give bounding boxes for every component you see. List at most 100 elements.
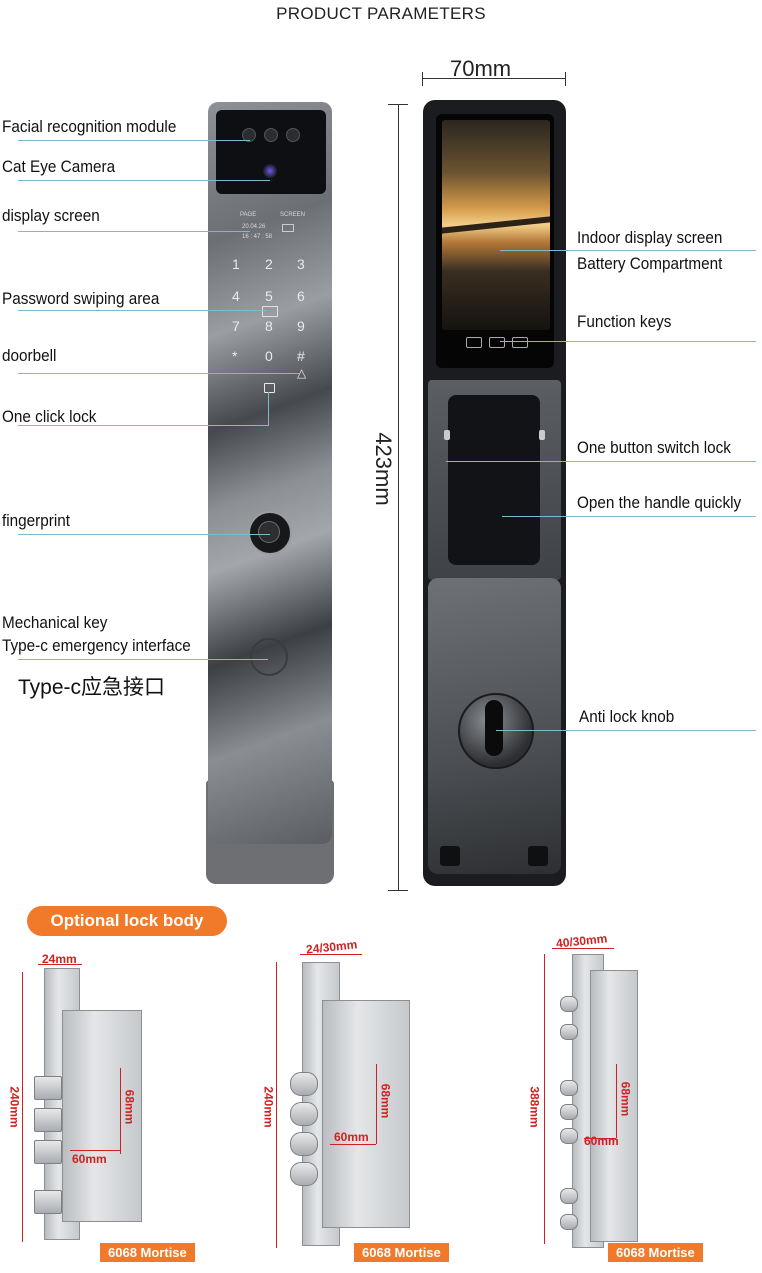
switch-lock-button-right[interactable] bbox=[539, 430, 545, 440]
doorbell-icon[interactable]: △ bbox=[297, 366, 307, 380]
width-dimension-line bbox=[422, 78, 565, 79]
function-key-back[interactable] bbox=[466, 337, 482, 348]
dead-bolt bbox=[560, 1080, 578, 1096]
key-8[interactable]: 8 bbox=[265, 318, 273, 334]
label-fingerprint: fingerprint bbox=[2, 511, 71, 530]
leader-line bbox=[18, 310, 266, 311]
label-display-screen: display screen bbox=[2, 206, 100, 225]
dim-line bbox=[552, 948, 614, 949]
dim-line bbox=[300, 954, 362, 955]
dead-bolt bbox=[290, 1132, 318, 1156]
width-dimension-tick bbox=[422, 72, 423, 86]
height-dimension-label: 423mm bbox=[371, 432, 396, 506]
lock-case bbox=[62, 1010, 142, 1222]
leader-line bbox=[496, 730, 756, 731]
front-lock-panel bbox=[208, 102, 332, 844]
screw-cover-right bbox=[528, 846, 548, 866]
dead-bolt bbox=[560, 1104, 578, 1120]
front-display-screen: PAGE SCREEN 20.04.26 16 : 47 : 58 bbox=[240, 212, 306, 240]
dim-line bbox=[544, 954, 545, 1244]
leader-line bbox=[446, 461, 756, 462]
knob-grip bbox=[485, 700, 503, 756]
dim-line bbox=[330, 1144, 376, 1145]
leader-line bbox=[18, 534, 270, 535]
label-one-click-lock: One click lock bbox=[2, 407, 97, 426]
key-0[interactable]: 0 bbox=[265, 348, 273, 364]
dead-bolt bbox=[560, 1024, 578, 1040]
key-6[interactable]: 6 bbox=[297, 288, 305, 304]
body2-height-dim: 240mm bbox=[261, 1086, 276, 1128]
optional-lock-body-badge: Optional lock body bbox=[27, 906, 227, 936]
key-4[interactable]: 4 bbox=[232, 288, 240, 304]
label-function-keys: Function keys bbox=[577, 312, 672, 331]
body3-height-dim: 388mm bbox=[527, 1086, 542, 1128]
quick-open-handle[interactable] bbox=[448, 395, 540, 565]
lock-case bbox=[590, 970, 638, 1242]
label-open-handle: Open the handle quickly bbox=[577, 493, 742, 512]
body1-height-dim: 240mm bbox=[7, 1086, 22, 1128]
label-indoor-display: Indoor display screen bbox=[577, 228, 723, 247]
dim-line bbox=[376, 1064, 377, 1144]
leader-line bbox=[502, 516, 756, 517]
label-typec-interface: Type-c emergency interface bbox=[2, 636, 191, 655]
width-dimension-label: 70mm bbox=[450, 56, 512, 81]
body3-h-dim: 60mm bbox=[584, 1134, 619, 1148]
key-5[interactable]: 5 bbox=[265, 288, 273, 304]
key-hash[interactable]: # bbox=[297, 348, 305, 364]
facial-recognition-module bbox=[216, 110, 326, 194]
dead-bolt bbox=[290, 1102, 318, 1126]
dim-line bbox=[70, 1150, 120, 1151]
latch-bolt bbox=[34, 1076, 62, 1100]
label-typec-chinese: Type-c应急接口 bbox=[18, 676, 166, 699]
label-mechanical-key: Mechanical key bbox=[2, 613, 108, 632]
lock-case bbox=[322, 1000, 410, 1228]
dim-line bbox=[120, 1068, 121, 1154]
body1-h-dim: 60mm bbox=[72, 1152, 107, 1166]
height-dimension-tick bbox=[388, 890, 408, 891]
dim-line bbox=[584, 1138, 616, 1139]
fingerprint-icon bbox=[258, 521, 280, 543]
key-1[interactable]: 1 bbox=[232, 256, 240, 272]
dead-bolt bbox=[290, 1072, 318, 1096]
dead-bolt bbox=[34, 1140, 62, 1164]
key-7[interactable]: 7 bbox=[232, 318, 240, 334]
leader-line bbox=[18, 425, 268, 426]
label-battery-compartment: Battery Compartment bbox=[577, 254, 723, 273]
dim-line bbox=[38, 964, 82, 965]
body1-v-dim: 68mm bbox=[122, 1089, 137, 1125]
label-anti-lock-knob: Anti lock knob bbox=[579, 707, 675, 726]
screen-wallpaper-image bbox=[442, 120, 550, 330]
key-9[interactable]: 9 bbox=[297, 318, 305, 334]
page-title: PRODUCT PARAMETERS bbox=[276, 4, 486, 23]
dead-bolt bbox=[34, 1108, 62, 1132]
label-doorbell: doorbell bbox=[2, 346, 57, 365]
height-dimension-tick bbox=[388, 104, 408, 105]
function-key-next[interactable] bbox=[512, 337, 528, 348]
body1-top-dim: 24mm bbox=[42, 952, 77, 966]
mechanical-key-cover[interactable] bbox=[250, 638, 288, 676]
switch-lock-button-left[interactable] bbox=[444, 430, 450, 440]
leader-line bbox=[18, 659, 268, 660]
cat-eye-camera-lens bbox=[263, 164, 277, 178]
one-click-lock-icon[interactable] bbox=[264, 383, 275, 393]
key-2[interactable]: 2 bbox=[265, 256, 273, 272]
leader-line bbox=[500, 250, 756, 251]
body2-mortise-badge: 6068 Mortise bbox=[354, 1243, 449, 1262]
body2-v-dim: 68mm bbox=[378, 1083, 393, 1119]
leader-line bbox=[18, 180, 270, 181]
leader-line bbox=[18, 140, 250, 141]
body1-mortise-badge: 6068 Mortise bbox=[100, 1243, 195, 1262]
dead-bolt bbox=[34, 1190, 62, 1214]
label-facial-recognition: Facial recognition module bbox=[2, 117, 177, 136]
body2-h-dim: 60mm bbox=[334, 1130, 369, 1144]
dead-bolt bbox=[560, 1188, 578, 1204]
leader-line bbox=[18, 231, 250, 232]
key-3[interactable]: 3 bbox=[297, 256, 305, 272]
key-star[interactable]: * bbox=[232, 348, 238, 364]
label-password-area: Password swiping area bbox=[2, 289, 160, 308]
card-swipe-icon bbox=[262, 306, 278, 317]
function-key-home[interactable] bbox=[489, 337, 505, 348]
screw-cover-left bbox=[440, 846, 460, 866]
anti-lock-knob[interactable] bbox=[458, 693, 534, 769]
label-switch-lock: One button switch lock bbox=[577, 438, 731, 457]
